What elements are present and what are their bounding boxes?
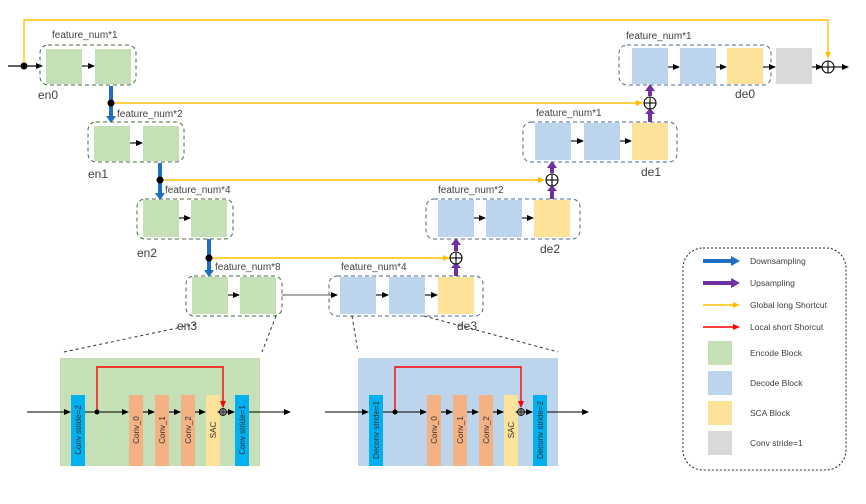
swatch-icon [708,341,732,365]
add-op-icon [545,173,559,187]
encode-layer-conv-0: Conv_0 [129,395,143,466]
feature-label: feature_num*1 [626,31,692,42]
legend-label: Encode Block [750,348,803,358]
legend-label: Conv stride=1 [750,438,803,448]
layer-label: Deconv stride=1 [372,400,381,459]
layer-label: Conv_0 [132,416,141,444]
layer-label: Conv stride=1 [238,405,247,455]
legend-item-conv-stride-1: Conv stride=1 [708,431,803,455]
global-shortcut-top [23,19,831,65]
add-op-icon [219,408,227,416]
block-name-label: de1 [641,165,661,179]
legend-item-upsampling: Upsampling [703,278,795,288]
layer-label: Conv_2 [482,416,491,444]
decoder-block-de1: feature_num*1 de1 [522,108,678,179]
junction-dot [20,62,28,70]
encoder-block-en0: feature_num*1 en0 [38,30,137,102]
legend-item-global-long-shortcut: Global long Shortcut [703,300,828,310]
final-conv-block [763,48,849,84]
legend-item-local-short-shorcut: Local short Shorcut [703,322,824,332]
feature-label: feature_num*2 [117,109,183,120]
block-name-label: en0 [38,88,58,102]
encoder-block-en2: feature_num*4 en2 [136,185,234,260]
block-name-label: en3 [177,319,197,333]
legend-label: Global long Shortcut [750,300,828,310]
layer-label: Conv_2 [184,416,193,444]
encode-layer-conv-stride-1: Conv stride=1 [235,395,249,466]
decode-layer-sac: SAC [504,395,518,466]
add-op-icon [643,96,657,110]
decoder-block-de0: feature_num*1 de0 [618,31,772,101]
feature-label: feature_num*4 [341,262,407,273]
add-op-icon [449,251,463,265]
zoom-guide-lines [63,315,559,353]
layer-label: Conv_0 [430,416,439,444]
layer-label: SAC [209,422,218,439]
feature-label: feature_num*8 [215,262,281,273]
block-name-label: de2 [540,242,560,256]
swatch-icon [708,371,732,395]
layer-label: Deconv stride=2 [536,400,545,459]
decode-layer-deconv-stride-1: Deconv stride=1 [369,395,383,466]
block-name-label: en2 [137,246,157,260]
layer-label: Conv_1 [158,416,167,444]
local-short-shortcut [96,366,226,412]
upsampling-arrows [451,84,655,276]
junction-dot [94,409,100,415]
encode-layer-conv-stride-2: Conv stride=2 [71,395,85,466]
decode-layer-conv-0: Conv_0 [427,395,441,466]
block-name-label: de3 [457,319,477,333]
junction-dot [392,409,398,415]
decoder-block-de2: feature_num*2 de2 [425,185,581,256]
layer-label: Conv stride=2 [74,405,83,455]
decode-block-detail: Deconv stride=1 Conv_0 Conv_1 Conv_2 SAC Deco… [325,358,589,466]
layer-label: SAC [507,422,516,439]
block-name-label: de0 [735,87,755,101]
legend-item-downsampling: Downsampling [703,256,806,266]
decode-layer-conv-2: Conv_2 [479,395,493,466]
encoder-block-en1: feature_num*2 en1 [87,109,185,181]
legend-item-decode-block: Decode Block [708,371,803,395]
encode-layer-sac: SAC [206,395,220,466]
legend-label: Local short Shorcut [750,322,824,332]
local-short-shortcut [394,366,524,412]
add-op-icons [449,96,657,265]
legend-label: Downsampling [750,256,806,266]
encode-block-detail: Conv stride=2 Conv_0 Conv_1 Conv_2 SAC Conv s… [27,358,291,466]
legend-label: SCA Block [750,408,791,418]
global-shortcuts [107,99,643,262]
block-name-label: en1 [88,167,108,181]
swatch-icon [708,431,732,455]
encode-layer-conv-2: Conv_2 [181,395,195,466]
legend-label: Decode Block [750,378,803,388]
feature-label: feature_num*4 [165,185,231,196]
feature-label: feature_num*2 [438,185,504,196]
add-op-icon [517,408,525,416]
swatch-icon [708,401,732,425]
legend-label: Upsampling [750,278,795,288]
layer-label: Conv_1 [456,416,465,444]
feature-label: feature_num*1 [536,108,602,119]
legend-item-encode-block: Encode Block [708,341,803,365]
legend-item-sca-block: SCA Block [708,401,791,425]
decode-layer-deconv-stride-2: Deconv stride=2 [533,395,547,466]
decoder-block-de3: feature_num*4 de3 [328,262,484,333]
encoder-block-en3: feature_num*8 en3 [177,262,283,333]
encode-layer-conv-1: Conv_1 [155,395,169,466]
feature-label: feature_num*1 [52,30,118,41]
decode-layer-conv-1: Conv_1 [453,395,467,466]
